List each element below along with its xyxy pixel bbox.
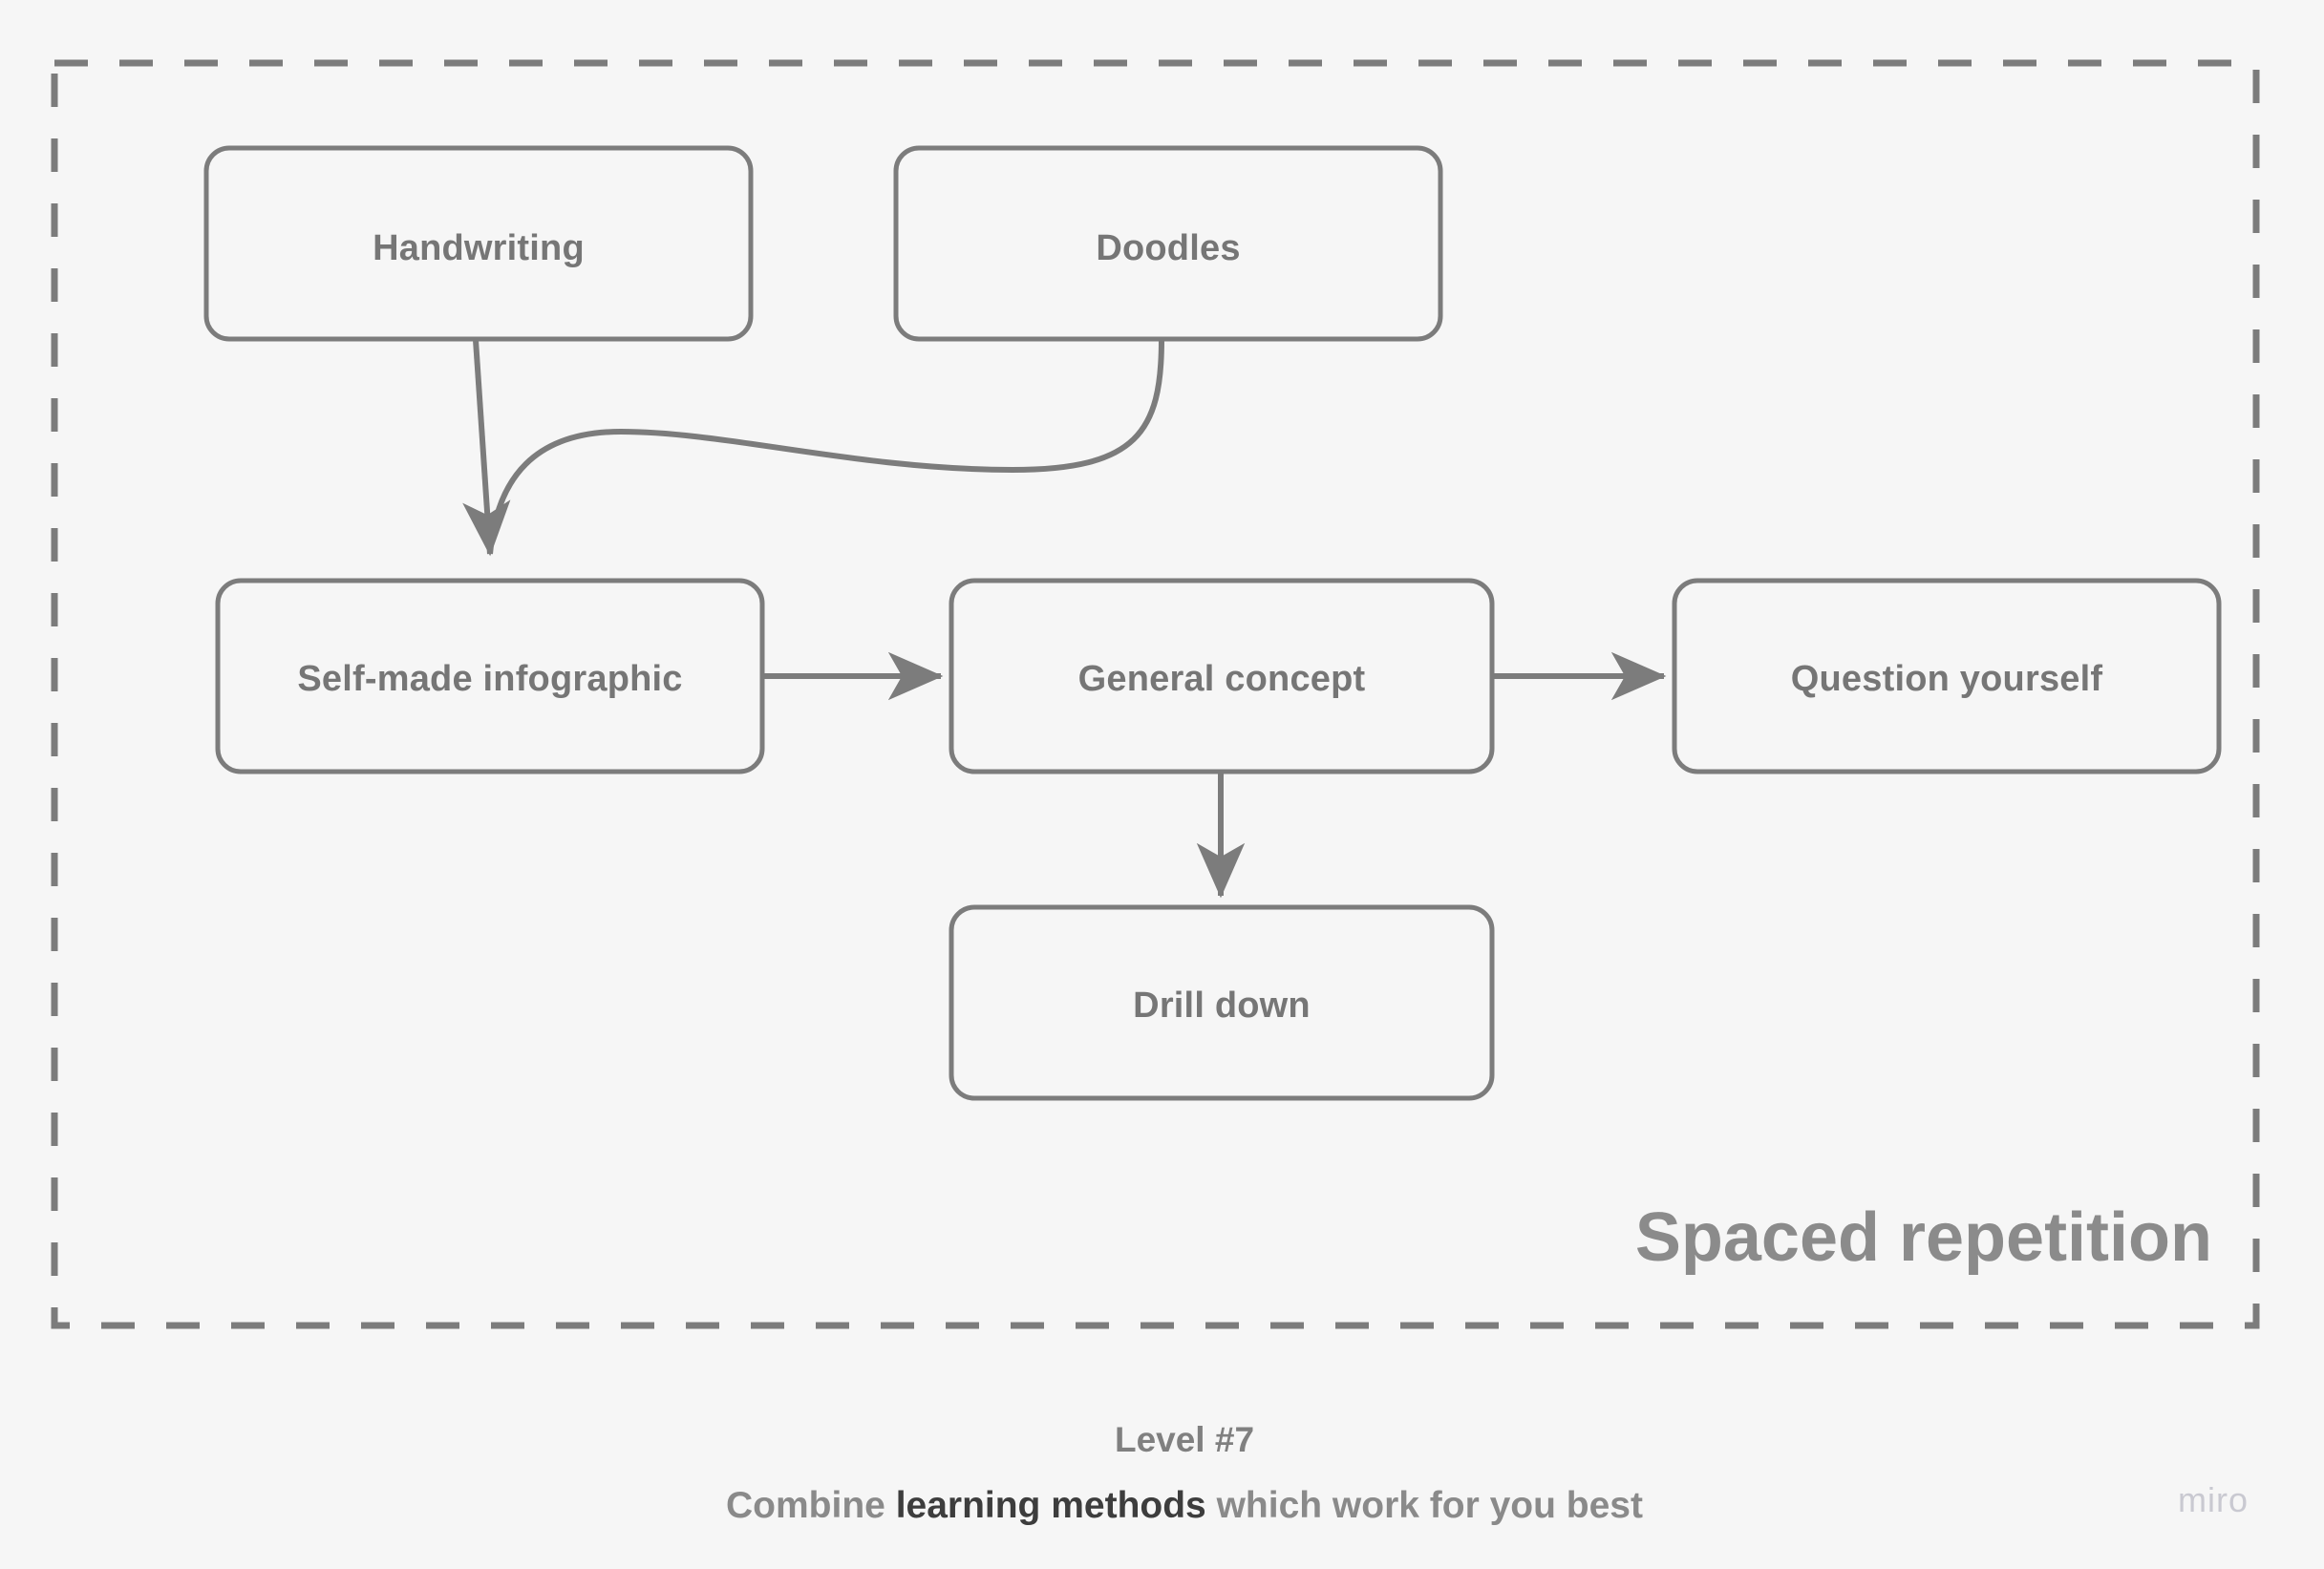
- node-general-concept-label: General concept: [1078, 659, 1366, 699]
- frame-border: [51, 59, 2260, 1329]
- connector-doodles-to-infographic[interactable]: [487, 339, 1164, 555]
- node-question-yourself-box[interactable]: [1672, 578, 2222, 774]
- node-general-concept-box[interactable]: [949, 578, 1495, 774]
- caption-part-before: Combine: [726, 1485, 896, 1526]
- node-general-concept[interactable]: General concept: [949, 578, 1495, 774]
- node-question-yourself-label: Question yourself: [1791, 659, 2103, 699]
- connector-handwriting-to-infographic[interactable]: [462, 339, 511, 557]
- caption-sentence: Combine learning methods which work for …: [726, 1485, 1643, 1526]
- node-drill-down-label: Drill down: [1133, 986, 1311, 1026]
- node-self-made-infographic[interactable]: Self-made infographic: [215, 578, 765, 774]
- node-doodles-label: Doodles: [1096, 228, 1240, 268]
- node-handwriting-box[interactable]: [203, 145, 754, 342]
- node-drill-down[interactable]: Drill down: [949, 904, 1495, 1101]
- caption-part-after: which work for you best: [1206, 1485, 1643, 1526]
- node-handwriting[interactable]: Handwriting: [203, 145, 754, 342]
- node-self-made-infographic-label: Self-made infographic: [297, 659, 682, 699]
- node-handwriting-label: Handwriting: [373, 228, 585, 268]
- caption-part-strong: learning methods: [896, 1485, 1206, 1526]
- caption-level: Level #7: [1115, 1420, 1254, 1459]
- miro-watermark: miro: [2178, 1480, 2249, 1519]
- node-doodles[interactable]: Doodles: [893, 145, 1443, 342]
- node-doodles-box[interactable]: [893, 145, 1443, 342]
- node-drill-down-box[interactable]: [949, 904, 1495, 1101]
- node-self-made-infographic-box[interactable]: [215, 578, 765, 774]
- frame-title: Spaced repetition: [1635, 1199, 2212, 1276]
- node-question-yourself[interactable]: Question yourself: [1672, 578, 2222, 774]
